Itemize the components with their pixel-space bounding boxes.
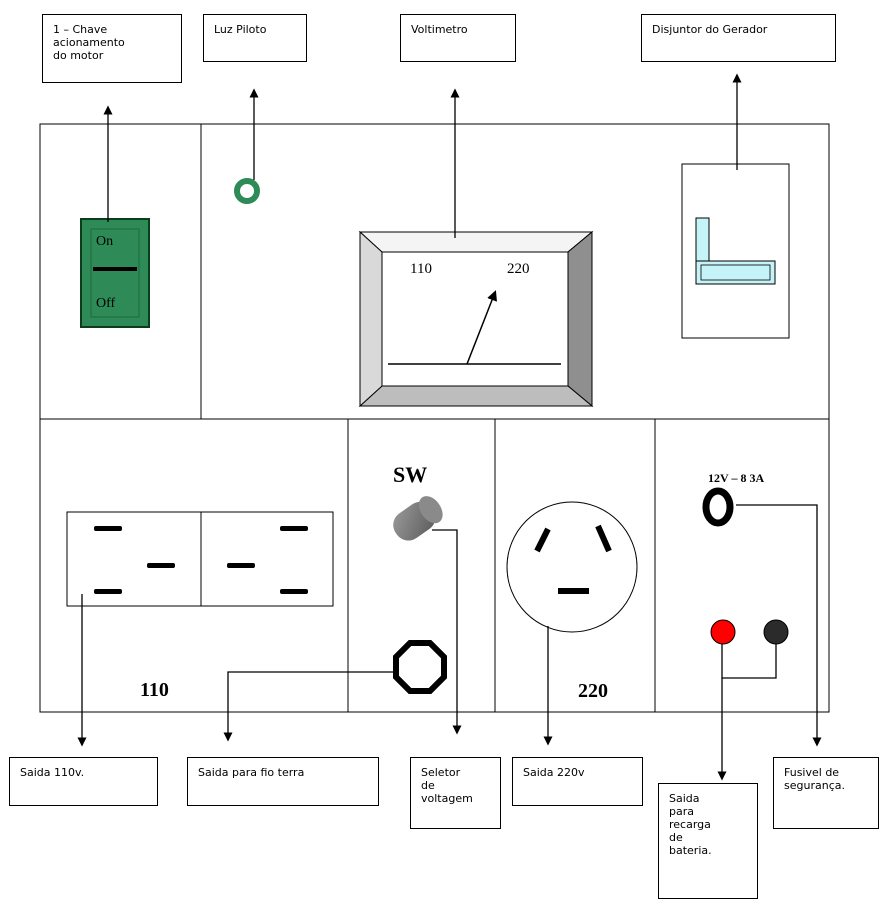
- panel-frame: [39, 123, 830, 713]
- generator-breaker: [681, 163, 790, 339]
- callout-fusivel: Fusivel de segurança.: [773, 757, 879, 829]
- pilot-light: [234, 178, 260, 204]
- meter-needle: [466, 290, 497, 365]
- connector-lines: [77, 73, 822, 781]
- meter-scale-220: 220: [507, 261, 530, 277]
- ground-terminal: [393, 640, 447, 694]
- fuse-holder: [702, 487, 734, 527]
- voltage-selector: SW: [393, 462, 447, 694]
- sw-label: SW: [393, 462, 427, 487]
- switch-on-label: On: [96, 234, 113, 249]
- callout-saida-bateria: Saida para recarga de bateria.: [658, 783, 758, 899]
- battery-terminal-red: [710, 619, 736, 645]
- outlet-110-label: 110: [140, 679, 169, 701]
- callout-saida-220: Saida 220v: [512, 757, 643, 806]
- callout-saida-110: Saida 110v.: [9, 757, 158, 806]
- outlet-220-label: 220: [578, 680, 608, 702]
- callout-saida-terra: Saida para fio terra: [187, 757, 379, 806]
- battery-terminal-black: [763, 619, 789, 645]
- callout-disjuntor: Disjuntor do Gerador: [641, 14, 836, 62]
- engine-switch: On Off: [80, 218, 150, 328]
- switch-off-label: Off: [96, 296, 116, 311]
- outlet-220: 220: [506, 501, 638, 702]
- fuse-section: 12V – 8 3A: [702, 471, 789, 645]
- outlet-110: 110: [66, 511, 334, 701]
- meter-scale-110: 110: [410, 261, 432, 277]
- fuse-label: 12V – 8 3A: [708, 471, 764, 485]
- callout-chave-motor: 1 – Chave acionamento do motor: [42, 14, 182, 83]
- callout-seletor-voltagem: Seletor de voltagem: [410, 757, 501, 829]
- callout-luz-piloto: Luz Piloto: [203, 14, 307, 62]
- voltmeter: 110 220: [358, 230, 594, 408]
- callout-voltimetro: Voltimetro: [400, 14, 516, 62]
